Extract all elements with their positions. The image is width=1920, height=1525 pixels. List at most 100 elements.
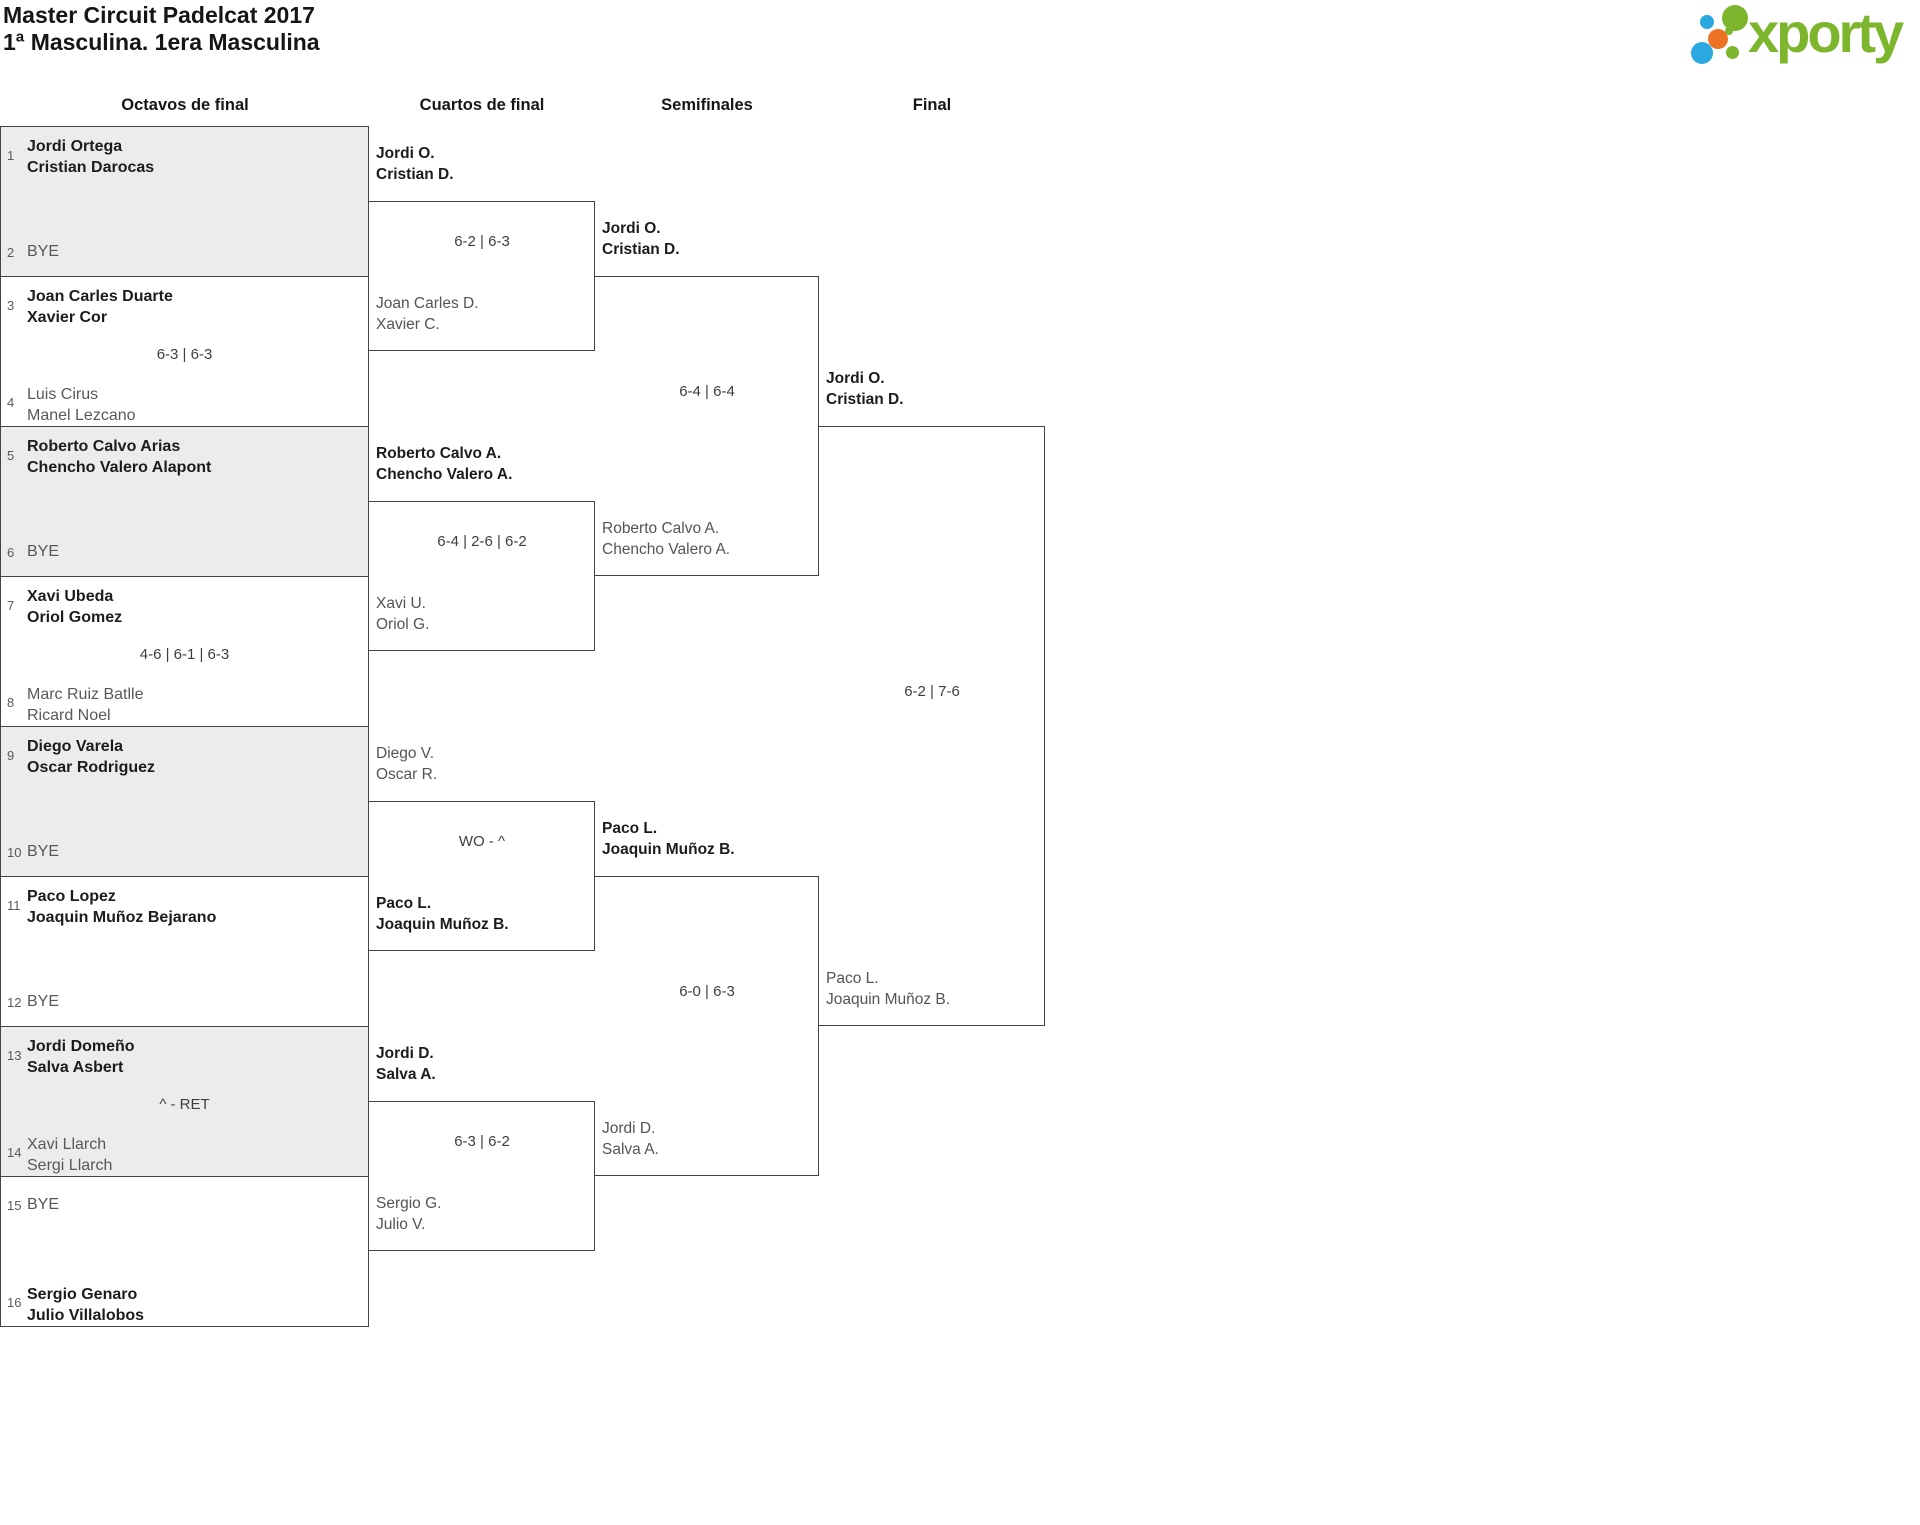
qf-score-3: WO - ^ (458, 833, 506, 850)
sf-score-2: 6-0 | 6-3 (679, 983, 735, 1000)
sf-team-label: Jordi O. Cristian D. (602, 218, 680, 260)
player-line: Jordi Domeño (27, 1038, 135, 1055)
team-name: Joan Carles Duarte Xavier Cor (27, 286, 173, 328)
qf-connector-1 (369, 201, 595, 351)
final-connector (819, 426, 1045, 1026)
player-line: Diego V. (376, 745, 435, 762)
qf-score-4: 6-3 | 6-2 (454, 1133, 510, 1150)
team-name: Roberto Calvo Arias Chencho Valero Alapo… (27, 436, 211, 478)
sf-connector-2 (595, 876, 819, 1176)
seed-number: 8 (7, 695, 15, 710)
qf-team-label: Joan Carles D. Xavier C. (376, 293, 479, 335)
match-score: ^ - RET (159, 1096, 210, 1113)
player-line: Xavi Ubeda (27, 588, 114, 605)
logo-dot-blue-small (1700, 15, 1714, 29)
seed-number: 3 (7, 298, 15, 313)
seed-number: 16 (7, 1295, 22, 1310)
player-line: Joan Carles D. (376, 295, 479, 312)
player-line: Cristian D. (602, 241, 680, 258)
bye-label: BYE (27, 1194, 59, 1215)
seed-number: 14 (7, 1145, 22, 1160)
tournament-name: Master Circuit Padelcat 2017 (3, 2, 315, 28)
team-name: Paco Lopez Joaquin Muñoz Bejarano (27, 886, 216, 928)
logo-dot-orange (1708, 29, 1728, 49)
logo-dot-blue-large (1691, 42, 1713, 64)
player-line: Oriol G. (376, 616, 430, 633)
player-line: Cristian D. (376, 166, 454, 183)
player-line: Jordi O. (826, 370, 885, 387)
player-line: Oscar R. (376, 766, 438, 783)
seed-number: 6 (7, 545, 15, 560)
round-header-semis: Semifinales (661, 96, 753, 114)
sf-team-label: Paco L. Joaquin Muñoz B. (602, 818, 735, 860)
player-line: Chencho Valero A. (376, 466, 513, 483)
logo-wordmark: xporty (1748, 1, 1904, 64)
team-name: Diego Varela Oscar Rodriguez (27, 736, 155, 778)
match-score: 4-6 | 6-1 | 6-3 (139, 646, 230, 663)
bye-label: BYE (27, 991, 59, 1012)
qf-team-label: Diego V. Oscar R. (376, 743, 437, 785)
qf-team-label: Jordi D. Salva A. (376, 1043, 436, 1085)
player-line: Joan Carles Duarte (27, 288, 173, 305)
player-line: Paco L. (602, 820, 658, 837)
team-name: Jordi Domeño Salva Asbert (27, 1036, 135, 1078)
match-score: 6-3 | 6-3 (156, 346, 213, 363)
player-line: Salva Asbert (27, 1059, 124, 1076)
r16-match-2: 3 Joan Carles Duarte Xavier Cor 4 Luis C… (0, 276, 369, 427)
sf-score-1: 6-4 | 6-4 (679, 383, 735, 400)
qf-connector-2 (369, 501, 595, 651)
team-name: Xavi Ubeda Oriol Gomez (27, 586, 122, 628)
player-line: Xavi U. (376, 595, 426, 612)
sf-team-label: Roberto Calvo A. Chencho Valero A. (602, 518, 730, 560)
player-line: Jordi O. (602, 220, 661, 237)
round-header-final: Final (912, 96, 952, 114)
final-score: 6-2 | 7-6 (904, 683, 960, 700)
logo-dot-green-large (1722, 5, 1748, 31)
team-name: Jordi Ortega Cristian Darocas (27, 136, 154, 178)
seed-number: 1 (7, 148, 15, 163)
player-line: Sergi Llarch (27, 1157, 113, 1174)
seed-number: 4 (7, 395, 15, 410)
bye-label: BYE (27, 541, 59, 562)
qf-connector-4 (369, 1101, 595, 1251)
player-line: Jordi O. (376, 145, 435, 162)
player-line: Cristian D. (826, 391, 904, 408)
player-line: Sergio G. (376, 1195, 442, 1212)
player-line: Salva A. (602, 1141, 659, 1158)
player-line: Jordi Ortega (27, 138, 123, 155)
r16-match-5: 9 Diego Varela Oscar Rodriguez 10 BYE (0, 726, 369, 877)
seed-number: 12 (7, 995, 22, 1010)
player-line: Salva A. (376, 1066, 436, 1083)
team-name: Sergio Genaro Julio Villalobos (27, 1284, 144, 1326)
qf-team-label: Sergio G. Julio V. (376, 1193, 441, 1235)
player-line: Xavier C. (376, 316, 440, 333)
player-line: Paco Lopez (27, 888, 116, 905)
player-line: Xavi Llarch (27, 1136, 107, 1153)
player-line: BYE (27, 843, 60, 860)
r16-match-3: 5 Roberto Calvo Arias Chencho Valero Ala… (0, 426, 369, 577)
player-line: Roberto Calvo A. (602, 520, 720, 537)
page-title: Master Circuit Padelcat 2017 1ª Masculin… (3, 2, 320, 56)
bye-label: BYE (27, 241, 59, 262)
r16-match-1: 1 Jordi Ortega Cristian Darocas 2 BYE (0, 126, 369, 277)
player-line: Paco L. (376, 895, 432, 912)
player-line: Manel Lezcano (27, 407, 136, 424)
final-team-label: Jordi O. Cristian D. (826, 368, 904, 410)
player-line: BYE (27, 993, 60, 1010)
player-line: Joaquin Muñoz B. (826, 991, 951, 1008)
seed-number: 11 (7, 898, 21, 913)
round-header-cuartos: Cuartos de final (419, 96, 545, 114)
player-line: Joaquin Muñoz Bejarano (27, 909, 217, 926)
player-line: Marc Ruiz Batlle (27, 686, 144, 703)
player-line: BYE (27, 243, 60, 260)
seed-number: 13 (7, 1048, 22, 1063)
player-line: Luis Cirus (27, 386, 99, 403)
seed-number: 7 (7, 598, 15, 613)
final-team-label: Paco L. Joaquin Muñoz B. (826, 968, 950, 1010)
qf-score-1: 6-2 | 6-3 (454, 233, 510, 250)
r16-match-4: 7 Xavi Ubeda Oriol Gomez 8 Marc Ruiz Bat… (0, 576, 369, 727)
player-line: Julio V. (376, 1216, 426, 1233)
qf-team-label: Jordi O. Cristian D. (376, 143, 454, 185)
qf-team-label: Paco L. Joaquin Muñoz B. (376, 893, 509, 935)
team-name: Luis Cirus Manel Lezcano (27, 384, 136, 426)
